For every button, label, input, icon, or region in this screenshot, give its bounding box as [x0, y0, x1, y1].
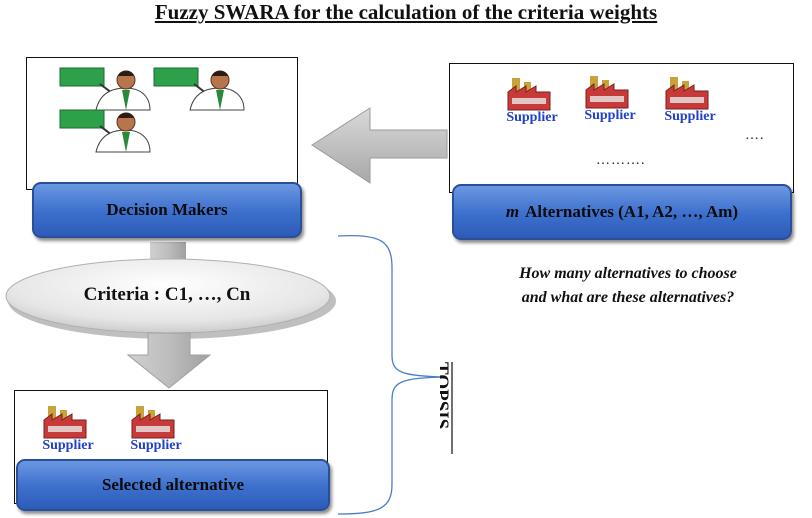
alternatives-prefix: m [505, 202, 520, 221]
alternatives-label: Alternatives (A1, A2, …, Am) [525, 202, 739, 221]
businessman-presenting-icon [59, 67, 151, 111]
selected-alternative-box: Selected alternative [16, 459, 330, 511]
factory-icon [665, 77, 709, 110]
decision-makers-box: Decision Makers [32, 182, 302, 238]
alternatives-second-line-dots: ………. [596, 153, 646, 168]
supplier-factory-3: Supplier [652, 71, 728, 131]
page-title: Fuzzy SWARA for the calculation of the c… [154, 0, 658, 24]
supplier-factory-2: Supplier [572, 70, 648, 130]
supplier-label: Supplier [130, 438, 182, 453]
supplier-label: Supplier [42, 438, 94, 453]
down-arrow-lower [126, 332, 212, 389]
topsis-label-graphic: TOPSIS [440, 362, 453, 454]
left-arrow [311, 107, 448, 184]
selected-supplier-1: Supplier [30, 400, 106, 460]
alternatives-trailing-dots: …. [745, 128, 765, 143]
selected-supplier-2: Supplier [118, 400, 194, 460]
question-line-2: and what are these alternatives? [521, 289, 735, 306]
decision-makers-label: Decision Makers [106, 200, 228, 219]
criteria-label: Criteria : C1, …, Cn [83, 284, 251, 305]
factory-icon [43, 406, 87, 439]
supplier-label: Supplier [506, 110, 558, 125]
businessman-presenting-icon [153, 67, 245, 111]
factory-icon [131, 406, 175, 439]
businessman-presenting-icon [59, 109, 151, 153]
factory-icon [507, 78, 551, 111]
question-line-1: How many alternatives to choose [519, 265, 737, 282]
supplier-label: Supplier [584, 108, 636, 123]
factory-icon [585, 76, 629, 109]
alternatives-question: How many alternatives to choose and what… [458, 262, 798, 310]
topsis-label: TOPSIS [440, 362, 452, 429]
topsis-brace [337, 235, 446, 515]
alternatives-box: m Alternatives (A1, A2, …, Am) [452, 184, 792, 240]
alternatives-panel [449, 63, 794, 193]
selected-alternative-label: Selected alternative [101, 475, 245, 494]
supplier-label: Supplier [664, 109, 716, 124]
criteria-ellipse [5, 258, 336, 339]
supplier-factory-1: Supplier [494, 72, 570, 132]
